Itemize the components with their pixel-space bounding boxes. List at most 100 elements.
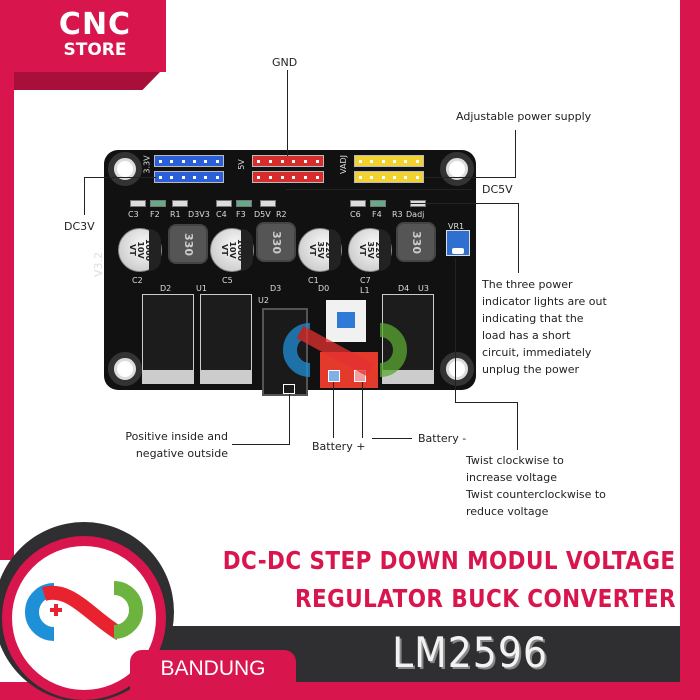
header-5v-top (252, 155, 324, 167)
smd-c3 (130, 200, 146, 207)
indicator-line-5: circuit, immediately (482, 346, 592, 359)
cap-c2-value: 1000 (144, 238, 153, 262)
silk-r3: R3 (392, 210, 403, 219)
header-vadj-bottom (354, 171, 424, 183)
silk-c5: C5 (222, 276, 233, 285)
label-dc3v: DC3V (64, 220, 95, 233)
silk-version: V3.2 (92, 251, 106, 278)
watermark-logo (283, 323, 407, 377)
silk-c6: C6 (350, 210, 361, 219)
mount-hole-tl (108, 152, 142, 186)
inductor-3-value: 330 (409, 230, 423, 254)
silk-header-vadj: VADJ (338, 155, 348, 174)
cap-c1-value: 220 (324, 241, 333, 259)
smd-r1 (172, 200, 188, 207)
cap-c2-voltage: 10V (136, 241, 145, 259)
store-logo (14, 0, 166, 72)
cap-c1-series: VT (308, 244, 317, 256)
cap-c7-value: 220 (374, 241, 383, 259)
silk-vr1: VR1 (448, 222, 465, 231)
brand-infinity-logo (25, 581, 143, 641)
watermark-red-band (296, 325, 374, 377)
label-battery-minus: Battery - (418, 432, 467, 445)
inductor-2-value: 330 (269, 230, 283, 254)
leader-pot-v2 (517, 402, 518, 450)
frame-left-bar (0, 0, 14, 560)
dc-jack-marker (283, 384, 295, 394)
regulator-ic-u1-b (200, 294, 252, 378)
leader-dc3v-v (84, 177, 85, 215)
smd-c6 (350, 200, 366, 207)
regulator-ic-u1-a (142, 294, 194, 378)
cap-c1-voltage: 35V (316, 241, 325, 259)
header-5v-bottom (252, 171, 324, 183)
watermark-green-arc (379, 323, 407, 377)
leader-pot-h (455, 402, 517, 403)
jack-line-2: negative outside (135, 447, 228, 460)
cap-c7-voltage: 35V (366, 241, 375, 259)
header-3v3-bottom (154, 171, 224, 183)
leader-adjustable-v (515, 130, 516, 178)
store-logo-store: STORE (63, 40, 127, 60)
potentiometer-screw (452, 248, 464, 254)
product-title-line-2: REGULATOR BUCK CONVERTER (295, 584, 676, 613)
product-model: LM2596 (392, 628, 548, 677)
silk-u3: U3 (418, 284, 429, 293)
product-title-line-1: DC-DC STEP DOWN MODUL VOLTAGE (223, 546, 676, 575)
silk-c3: C3 (128, 210, 139, 219)
leader-battery-minus-v (362, 382, 363, 438)
label-jack-polarity: Positive inside and negative outside (104, 428, 228, 462)
mount-hole-br (440, 352, 474, 386)
indicator-line-6: unplug the power (482, 363, 579, 376)
ic-tab-3 (382, 370, 434, 384)
silk-c1: C1 (308, 276, 319, 285)
silk-c4: C4 (216, 210, 227, 219)
inductor-1-value: 330 (181, 232, 195, 256)
silk-d2: D2 (160, 284, 172, 293)
silk-c2: C2 (132, 276, 143, 285)
header-vadj-top (354, 155, 424, 167)
twist-line-4: reduce voltage (466, 505, 549, 518)
leader-indicator-h (410, 203, 518, 204)
mount-hole-tr (440, 152, 474, 186)
leader-adjustable-h (424, 177, 516, 178)
battery-plus-slot (328, 370, 340, 382)
ic-tab-2 (200, 370, 252, 384)
cap-c2-series: VT (128, 244, 137, 256)
cap-c5-series: VT (220, 244, 229, 256)
silk-u1: U1 (196, 284, 207, 293)
indicator-line-1: The three power (482, 278, 573, 291)
leader-jack-v (289, 394, 290, 444)
leader-jack-h (232, 444, 290, 445)
twist-line-3: Twist counterclockwise to (466, 488, 606, 501)
frame-right-bar (680, 0, 700, 700)
ic-tab-1 (142, 370, 194, 384)
silk-d3v3: D3V3 (188, 210, 210, 219)
twist-line-2: increase voltage (466, 471, 557, 484)
silk-dadj: Dadj (406, 210, 425, 219)
silk-d0: D0 (318, 284, 330, 293)
smd-c4 (216, 200, 232, 207)
silk-d5v: D5V (254, 210, 271, 219)
cap-c7-series: VT (358, 244, 367, 256)
header-3v3-top (154, 155, 224, 167)
silk-c7: C7 (360, 276, 371, 285)
silk-u2: U2 (258, 296, 269, 305)
cap-c5-value: 1000 (236, 238, 245, 262)
leader-pot-v (455, 258, 456, 402)
leader-dc3v-h (84, 177, 156, 178)
inductor-1: 330 (168, 224, 208, 264)
indicator-line-4: load has a short (482, 329, 571, 342)
silk-r1: R1 (170, 210, 181, 219)
smd-f2 (150, 200, 166, 207)
inductor-2: 330 (256, 222, 296, 262)
jack-line-1: Positive inside and (125, 430, 228, 443)
store-logo-cnc: CNC (58, 7, 132, 42)
indicator-line-2: indicator lights are out (482, 295, 607, 308)
toggle-switch-lever (337, 312, 355, 328)
brand-logo-green-arc (113, 581, 143, 639)
